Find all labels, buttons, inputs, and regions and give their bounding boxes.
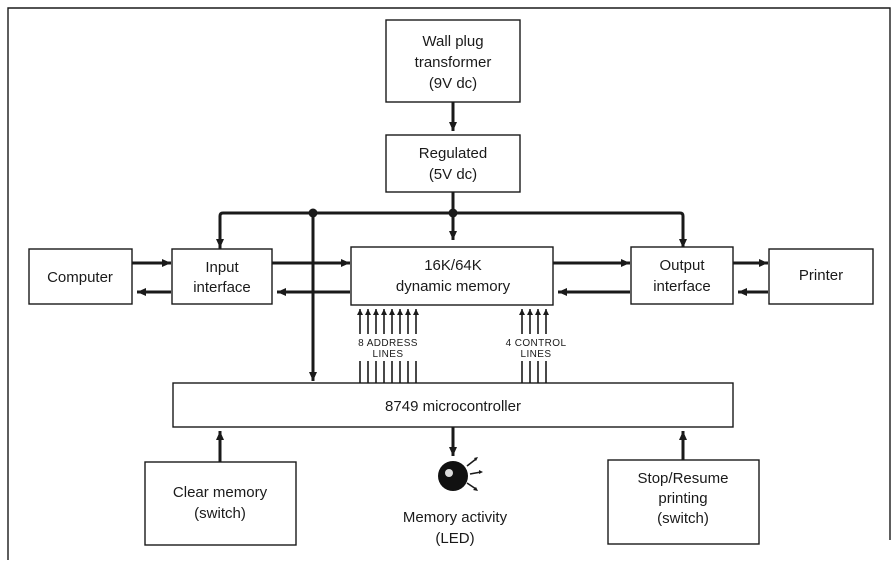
stop-resume-label-3: (switch)	[657, 510, 709, 527]
clear-memory-label-2: (switch)	[194, 505, 246, 522]
memory-label-2: dynamic memory	[396, 278, 511, 295]
output-interface-block: Output interface	[630, 246, 734, 305]
output-interface-label-2: interface	[653, 278, 711, 295]
address-bus	[357, 309, 419, 383]
computer-label: Computer	[47, 269, 113, 286]
address-bus-label-line2: LINES	[373, 349, 404, 360]
input-interface-block: Input interface	[171, 248, 273, 305]
stop-resume-label-2: printing	[658, 490, 707, 507]
led-icon	[438, 457, 483, 491]
junction-dot-center	[448, 208, 458, 218]
led-label-2: (LED)	[435, 530, 474, 547]
figure-frame	[7, 7, 891, 560]
control-bus-label-line2: LINES	[521, 349, 552, 360]
microcontroller-block: 8749 microcontroller	[172, 382, 734, 428]
stop-resume-label-1: Stop/Resume	[638, 470, 729, 487]
transformer-label-1: Wall plug	[422, 33, 483, 50]
clear-memory-switch-block: Clear memory (switch)	[144, 461, 297, 546]
regulated-label-1: Regulated	[419, 145, 487, 162]
address-bus-label: 8 ADDRESS	[358, 338, 418, 349]
control-bus-label: 4 CONTROL	[506, 338, 567, 349]
clear-memory-label-1: Clear memory	[173, 484, 268, 501]
power-wiring	[216, 102, 687, 381]
output-interface-label-1: Output	[659, 257, 705, 274]
transformer-block: Wall plug transformer (9V dc)	[385, 19, 521, 103]
transformer-label-2: transformer	[415, 54, 492, 71]
transformer-label-3: (9V dc)	[429, 75, 477, 92]
microcontroller-label: 8749 microcontroller	[385, 398, 521, 415]
stop-resume-switch-block: Stop/Resume printing (switch)	[607, 459, 760, 545]
data-wiring	[132, 259, 768, 296]
input-interface-label-2: interface	[193, 279, 251, 296]
control-bus	[519, 309, 549, 383]
printer-block: Printer	[768, 248, 874, 305]
led-label-1: Memory activity	[403, 509, 508, 526]
junction-dot-left	[308, 208, 318, 218]
memory-label-1: 16K/64K	[424, 257, 482, 274]
input-interface-label-1: Input	[205, 259, 239, 276]
regulated-label-2: (5V dc)	[429, 166, 477, 183]
regulated-block: Regulated (5V dc)	[385, 134, 521, 193]
computer-block: Computer	[28, 248, 133, 305]
memory-block: 16K/64K dynamic memory	[350, 246, 554, 306]
printer-label: Printer	[799, 267, 843, 284]
